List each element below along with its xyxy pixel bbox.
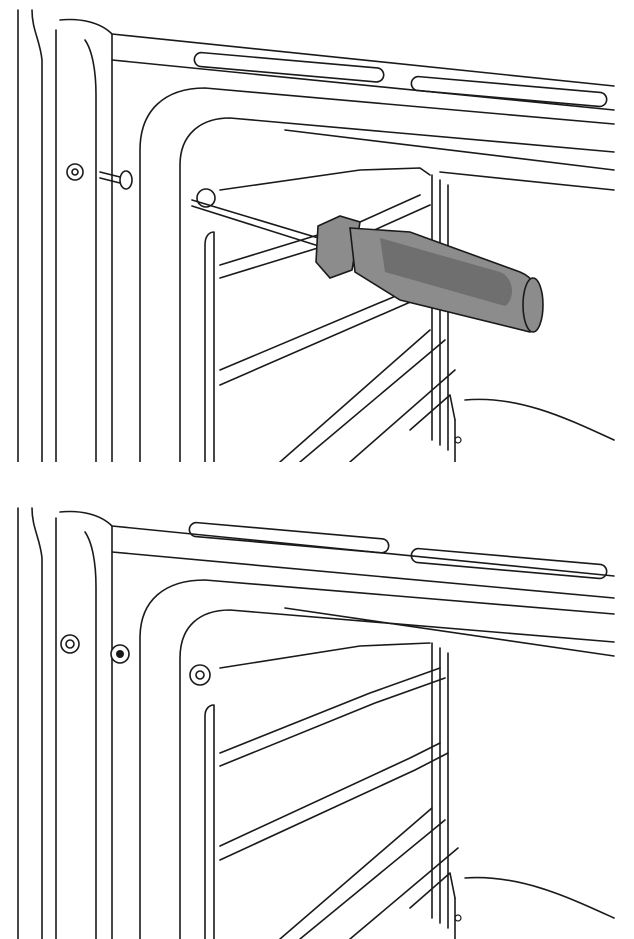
- cavity-opening-inner: [179, 609, 615, 939]
- vent-slot-2: [410, 547, 608, 580]
- step-2-illustration: [0, 498, 634, 939]
- cavity-ceiling-edge: [284, 129, 615, 171]
- screw-head-dark: [116, 650, 124, 658]
- vent-slot-2: [410, 75, 608, 108]
- rack-pin: [454, 436, 462, 444]
- rack-back: [431, 642, 449, 929]
- screwdriver-grip: [380, 238, 512, 306]
- frame-top-inner: [111, 59, 615, 111]
- frame-top-inner: [111, 551, 615, 599]
- vent-slot-1: [188, 521, 390, 554]
- screw-icon: [119, 170, 133, 190]
- frame-top-outer: [59, 18, 615, 87]
- screw-shaft: [99, 171, 121, 184]
- step-1-illustration: [0, 0, 634, 462]
- screwdriver-shaft: [191, 199, 326, 249]
- shelf-lower: [279, 329, 456, 462]
- cavity-floor-edge: [454, 876, 615, 939]
- door-edge-2: [31, 9, 43, 462]
- rack-hook: [409, 394, 456, 431]
- frame-top-outer: [59, 510, 615, 577]
- cavity-opening-outer: [139, 87, 615, 462]
- screw-hole-center: [71, 168, 79, 176]
- cavity-opening-outer: [139, 579, 615, 939]
- screw-head-center: [65, 639, 75, 649]
- washer-center: [195, 670, 205, 680]
- rack-side-rail: [204, 231, 215, 462]
- screwdriver-end-cap: [522, 277, 544, 333]
- rack-side-rail: [204, 704, 215, 939]
- rack-hook: [409, 872, 456, 909]
- screw-hole: [66, 163, 84, 181]
- oven-cavity-fastened: [17, 507, 615, 939]
- vent-slot-1: [193, 51, 385, 83]
- cavity-floor-edge: [454, 398, 615, 462]
- cavity-back-top: [439, 171, 615, 191]
- screw-icon: [60, 634, 80, 654]
- screwdriver-ferrule: [315, 215, 361, 279]
- cavity-ceiling-edge: [284, 607, 615, 657]
- frame-left-outer: [84, 39, 97, 462]
- washer-icon: [189, 664, 211, 686]
- screwdriver-icon: [191, 199, 544, 333]
- door-edge-2: [31, 507, 43, 939]
- oven-cavity-with-screwdriver: [17, 9, 615, 462]
- cavity-opening-inner: [179, 117, 615, 462]
- frame-left-outer: [84, 531, 97, 939]
- shelf-upper: [219, 642, 446, 767]
- rack-pin: [454, 914, 462, 922]
- shelf-middle: [219, 742, 449, 861]
